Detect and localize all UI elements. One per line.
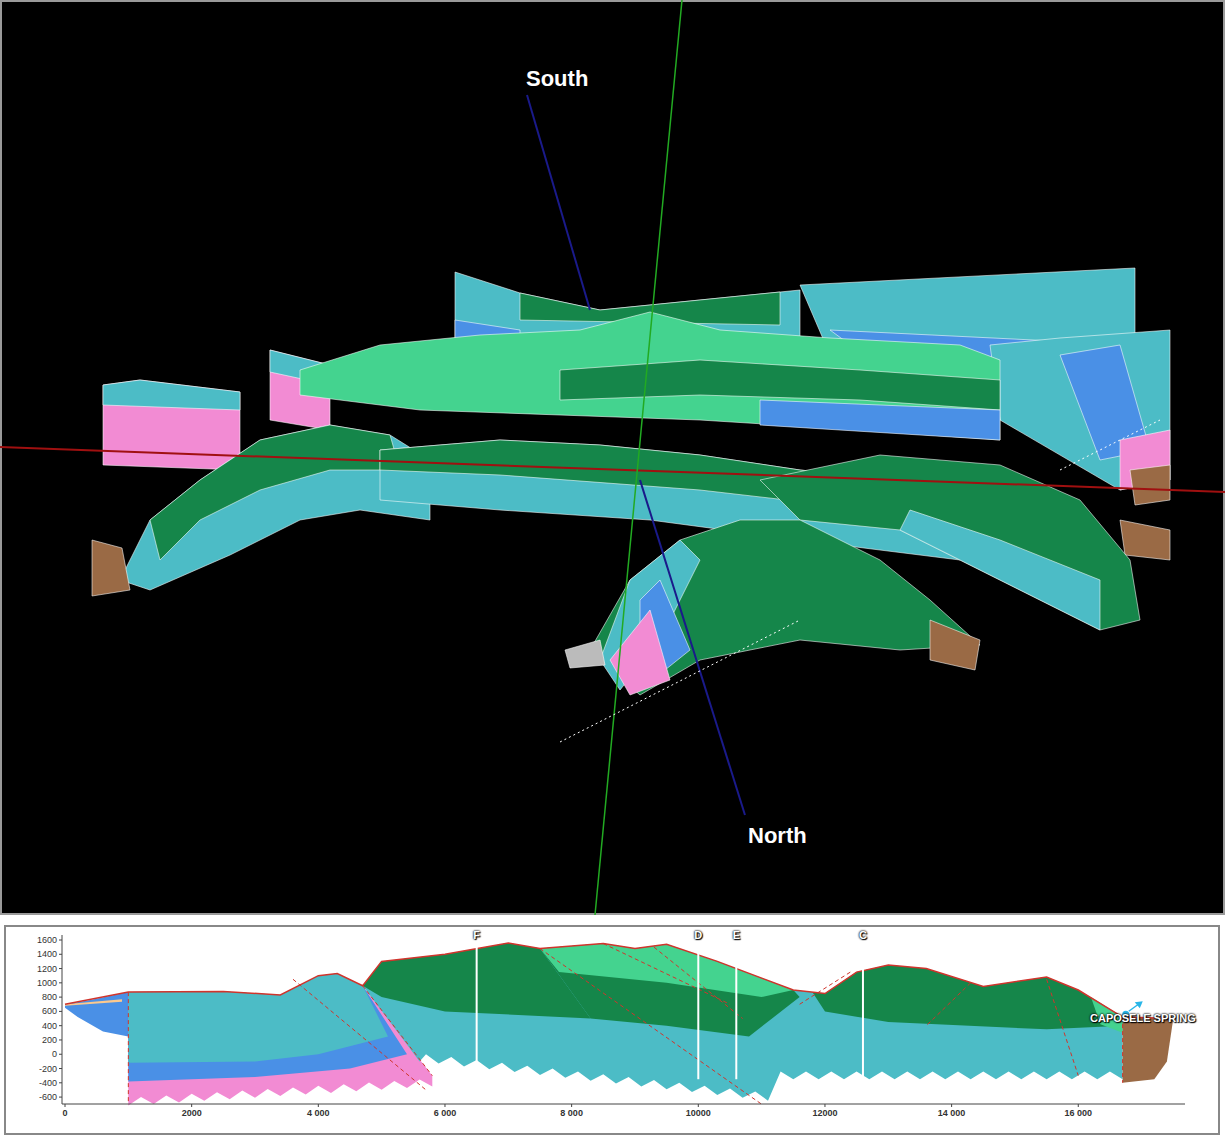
tick-mark: [571, 1104, 572, 1107]
elevation-tick: 200: [42, 1035, 57, 1044]
slab: [103, 380, 240, 470]
tick-mark: [951, 1104, 952, 1107]
elevation-tick: 0: [52, 1050, 57, 1059]
topography-line: [65, 943, 1173, 1019]
fault-line: [540, 949, 762, 1105]
elevation-tick: 400: [42, 1021, 57, 1030]
slab-band: [930, 620, 980, 670]
tick-mark: [59, 982, 62, 983]
distance-tick: 0: [62, 1109, 67, 1118]
fault-line: [1122, 1017, 1123, 1083]
tick-mark: [191, 1104, 192, 1107]
tick-mark: [59, 1068, 62, 1069]
tick-mark: [59, 968, 62, 969]
tick-mark: [59, 1082, 62, 1083]
slab-band: [760, 400, 1000, 440]
rock-layer: [128, 974, 388, 1063]
distance-tick: 16 000: [1065, 1109, 1093, 1118]
slab-band: [150, 425, 400, 560]
section-trace: [697, 944, 699, 1079]
x-axis: [62, 1104, 1185, 1105]
elevation-tick: 1200: [37, 964, 57, 973]
elevation-tick: -200: [39, 1064, 57, 1073]
distance-tick: 4 000: [307, 1109, 330, 1118]
section-label: C: [859, 930, 867, 941]
tick-mark: [59, 1097, 62, 1098]
slab-band: [1130, 465, 1170, 505]
tick-mark: [59, 1011, 62, 1012]
distance-tick: 10000: [686, 1109, 711, 1118]
section-trace: [735, 944, 737, 1079]
slab-band: [103, 380, 240, 410]
tick-mark: [59, 940, 62, 941]
slab-band: [610, 610, 670, 695]
spring-arrow: [1135, 1001, 1143, 1008]
direction-label: North: [748, 825, 807, 847]
slab: [990, 330, 1170, 490]
grid-line: [1060, 420, 1160, 470]
axis-line: [527, 95, 590, 310]
tick-mark: [318, 1104, 319, 1107]
slab-band: [92, 540, 130, 596]
tick-mark: [444, 1104, 445, 1107]
distance-tick: 8 000: [560, 1109, 583, 1118]
tick-mark: [59, 997, 62, 998]
section-trace: [862, 944, 864, 1079]
elevation-tick: 800: [42, 993, 57, 1002]
slab: [590, 520, 980, 695]
rock-layer: [363, 943, 1123, 1101]
distance-tick: 2000: [182, 1109, 202, 1118]
tick-mark: [59, 1054, 62, 1055]
fault-line: [926, 983, 970, 1026]
tick-mark: [698, 1104, 699, 1107]
tick-mark: [65, 1104, 66, 1107]
rock-layer: [812, 965, 1122, 1029]
distance-tick: 12000: [812, 1109, 837, 1118]
axis-line: [595, 0, 682, 915]
rock-layer: [540, 944, 793, 998]
slab-band: [565, 640, 605, 668]
elevation-tick: 1400: [37, 950, 57, 959]
axis-line: [640, 480, 745, 815]
section-label: F: [473, 930, 480, 941]
model-slabs: [92, 268, 1170, 695]
tick-mark: [59, 954, 62, 955]
elevation-tick: 1600: [37, 936, 57, 945]
spring-label: CAPOSELE SPRING: [1090, 1013, 1196, 1024]
section-panel: [5, 926, 1219, 1134]
fault-line: [1047, 979, 1079, 1075]
rock-layer: [540, 944, 800, 1037]
y-axis: [62, 935, 63, 1104]
section-label: D: [694, 930, 702, 941]
elevation-tick: 600: [42, 1007, 57, 1016]
fault-line: [128, 992, 129, 1104]
axis-line: [0, 447, 1225, 492]
tick-mark: [1078, 1104, 1079, 1107]
tick-mark: [59, 1039, 62, 1040]
elevation-tick: -600: [39, 1093, 57, 1102]
model-background: [1, 1, 1224, 914]
distance-tick: 6 000: [434, 1109, 457, 1118]
fault-line: [800, 972, 851, 1004]
direction-label: South: [526, 68, 588, 90]
grid-line: [560, 620, 800, 742]
section-label: E: [733, 930, 740, 941]
fault-line: [363, 986, 433, 1076]
elevation-tick: 1000: [37, 978, 57, 987]
tick-mark: [824, 1104, 825, 1107]
fault-line: [293, 979, 426, 1090]
fault-line: [603, 944, 730, 1005]
slab-band: [1120, 520, 1170, 560]
tick-mark: [59, 1025, 62, 1026]
elevation-tick: -400: [39, 1078, 57, 1087]
rock-layer: [1123, 1017, 1174, 1083]
section-trace: [476, 944, 478, 1079]
rock-layer: [128, 974, 407, 1082]
distance-tick: 14 000: [938, 1109, 966, 1118]
